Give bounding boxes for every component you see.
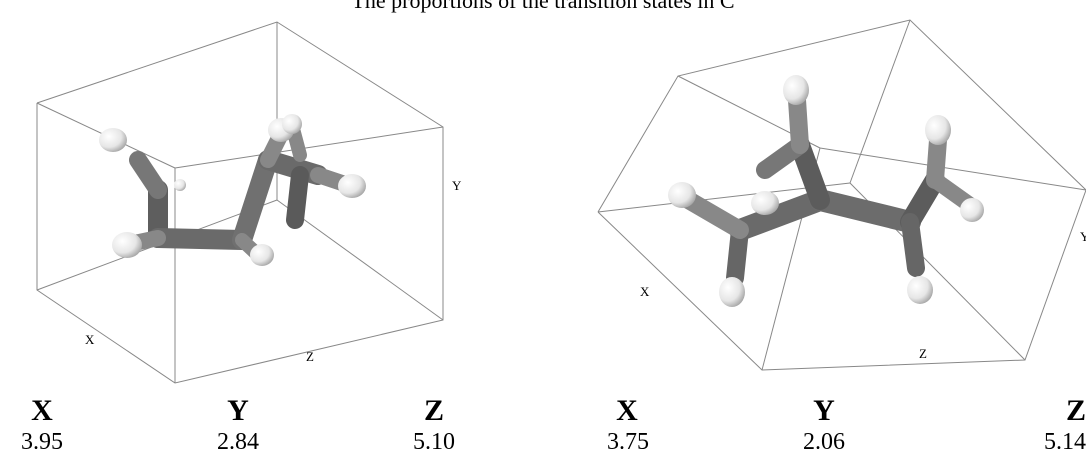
dim-label-z-left: Z [423, 394, 444, 427]
dim-label-y-right: Y [813, 394, 835, 427]
dim-label-x-left: X [31, 394, 53, 427]
dim-label-x-right: X [616, 394, 638, 427]
dim-value-y-left: 2.84 [217, 429, 259, 455]
axis-label-z-left: Z [306, 349, 314, 364]
axis-label-y-right: Y [1080, 229, 1086, 244]
dim-value-z-left: 5.10 [413, 429, 455, 455]
axis-label-x-left: X [85, 332, 95, 347]
dim-label-z-right: Z [1065, 394, 1086, 427]
axis-label-z-right: Z [919, 346, 927, 361]
dim-value-x-left: 3.95 [21, 429, 63, 455]
molecule-right [668, 75, 984, 307]
dim-label-y-left: Y [227, 394, 249, 427]
axis-label-y-left: Y [452, 178, 462, 193]
dim-value-z-right: 5.14 [1044, 429, 1086, 455]
figure-title: The proportions of the transition states… [351, 0, 735, 13]
molecule-viewer-left[interactable]: X Y Z [0, 0, 520, 395]
axis-label-x-right: X [640, 284, 650, 299]
dim-value-x-right: 3.75 [607, 429, 649, 455]
molecule-viewer-right[interactable]: X Y Z [560, 0, 1086, 395]
dim-value-y-right: 2.06 [803, 429, 845, 455]
bounding-box-left [36, 21, 444, 384]
molecule-left [99, 114, 366, 266]
